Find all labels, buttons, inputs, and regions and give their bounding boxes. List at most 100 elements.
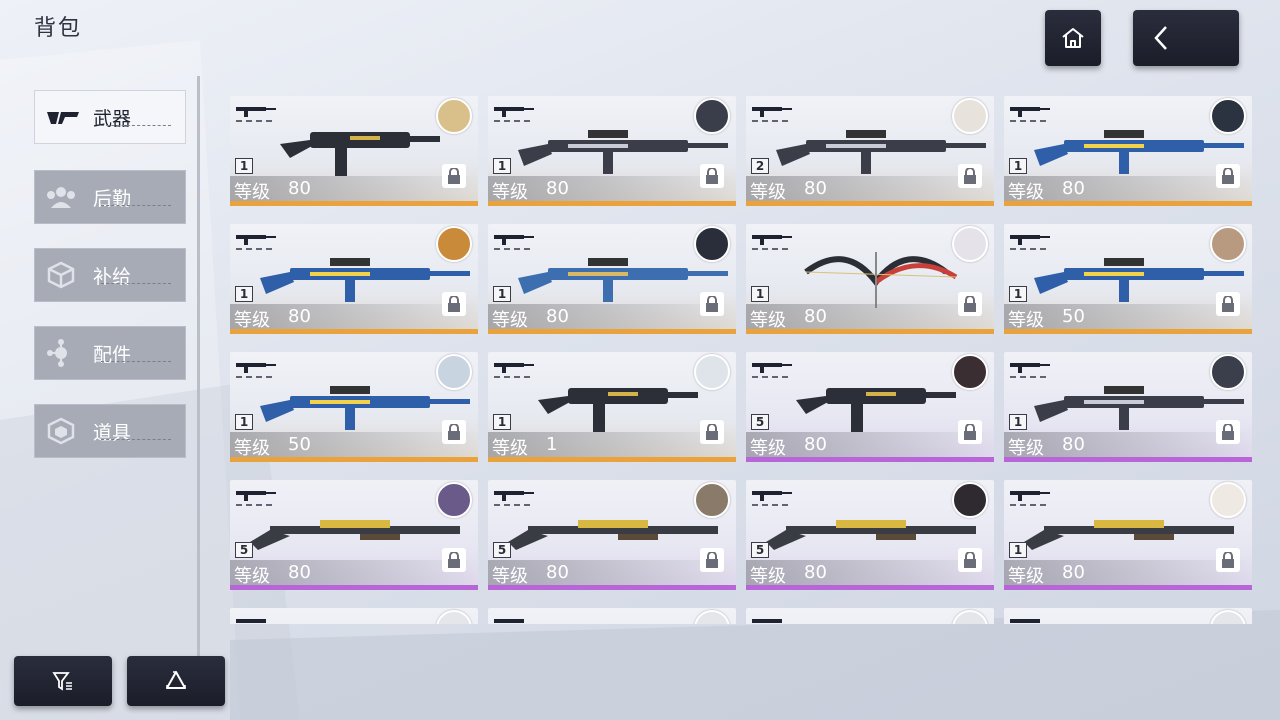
page-title: 背包 bbox=[34, 16, 83, 41]
home-button[interactable] bbox=[1045, 10, 1101, 66]
weapon-card-partial[interactable] bbox=[230, 608, 478, 624]
level-strip bbox=[746, 560, 994, 585]
level-value: 80 bbox=[1062, 562, 1085, 583]
sidebar-underline bbox=[101, 283, 171, 286]
smg-weapon-image bbox=[538, 388, 698, 432]
weapon-card[interactable]: 1 等级 80 bbox=[746, 224, 994, 334]
weapon-card[interactable]: 1 等级 80 bbox=[230, 224, 478, 334]
weapon-type-icon bbox=[752, 619, 782, 623]
back-button[interactable] bbox=[1133, 10, 1239, 66]
lock-button[interactable] bbox=[958, 548, 982, 572]
level-label: 等级 bbox=[234, 310, 270, 331]
level-strip bbox=[488, 304, 736, 329]
sidebar-item-supply[interactable]: 补给 bbox=[34, 248, 186, 302]
weapon-type-icon bbox=[1010, 107, 1050, 117]
character-avatar bbox=[436, 226, 472, 262]
lock-button[interactable] bbox=[1216, 292, 1240, 316]
sniper-weapon-image bbox=[1034, 386, 1244, 430]
weapon-tab-icon bbox=[47, 112, 79, 124]
rank-badge: 5 bbox=[751, 542, 769, 558]
lock-icon bbox=[448, 424, 460, 440]
rarity-bar bbox=[488, 585, 736, 590]
sidebar-item-logistics[interactable]: 后勤 bbox=[34, 170, 186, 224]
weapon-card[interactable]: 5 等级 80 bbox=[746, 352, 994, 462]
level-value: 80 bbox=[546, 306, 569, 327]
weapon-card[interactable]: 1 等级 1 bbox=[488, 352, 736, 462]
level-label: 等级 bbox=[234, 438, 270, 459]
rarity-bar bbox=[230, 585, 478, 590]
weapon-type-icon bbox=[236, 491, 276, 501]
weapon-card[interactable]: 1 等级 80 bbox=[230, 96, 478, 206]
sidebar-item-items[interactable]: 道具 bbox=[34, 404, 186, 458]
level-label: 等级 bbox=[750, 566, 786, 587]
weapon-type-dashes bbox=[494, 504, 530, 506]
lock-button[interactable] bbox=[700, 420, 724, 444]
level-value: 80 bbox=[804, 178, 827, 199]
rifle-weapon-image bbox=[260, 258, 470, 302]
weapon-card-partial[interactable] bbox=[488, 608, 736, 624]
rank-badge: 2 bbox=[751, 158, 769, 174]
rarity-bar bbox=[230, 201, 478, 206]
weapon-card[interactable]: 1 等级 50 bbox=[230, 352, 478, 462]
filter-icon bbox=[52, 672, 72, 691]
lock-icon bbox=[964, 424, 976, 440]
lock-button[interactable] bbox=[1216, 420, 1240, 444]
level-label: 等级 bbox=[234, 566, 270, 587]
rarity-bar bbox=[746, 457, 994, 462]
weapon-card[interactable]: 1 等级 80 bbox=[488, 96, 736, 206]
weapon-card-partial[interactable] bbox=[1004, 608, 1252, 624]
weapon-card[interactable]: 2 等级 80 bbox=[746, 96, 994, 206]
sidebar-label-items: 道具 bbox=[93, 421, 132, 444]
lock-button[interactable] bbox=[958, 292, 982, 316]
rank-badge: 1 bbox=[1009, 158, 1027, 174]
lock-button[interactable] bbox=[700, 292, 724, 316]
lock-button[interactable] bbox=[958, 420, 982, 444]
character-avatar bbox=[436, 610, 472, 624]
weapon-card[interactable]: 1 等级 80 bbox=[1004, 480, 1252, 590]
lock-button[interactable] bbox=[1216, 548, 1240, 572]
weapon-card-partial[interactable] bbox=[746, 608, 994, 624]
lock-button[interactable] bbox=[700, 548, 724, 572]
level-value: 80 bbox=[546, 178, 569, 199]
weapon-card[interactable]: 1 等级 50 bbox=[1004, 224, 1252, 334]
weapon-card[interactable]: 1 等级 80 bbox=[1004, 352, 1252, 462]
lock-icon bbox=[706, 552, 718, 568]
weapon-type-dashes bbox=[752, 248, 788, 250]
lock-button[interactable] bbox=[442, 164, 466, 188]
rarity-bar bbox=[746, 329, 994, 334]
lock-button[interactable] bbox=[442, 420, 466, 444]
supply-box-icon bbox=[47, 261, 75, 289]
rank-badge: 1 bbox=[493, 158, 511, 174]
filter-button[interactable] bbox=[14, 656, 112, 706]
lock-button[interactable] bbox=[958, 164, 982, 188]
rank-badge: 1 bbox=[493, 414, 511, 430]
weapon-card[interactable]: 1 等级 80 bbox=[488, 224, 736, 334]
lock-button[interactable] bbox=[700, 164, 724, 188]
lock-button[interactable] bbox=[442, 292, 466, 316]
weapon-type-dashes bbox=[494, 248, 530, 250]
lock-button[interactable] bbox=[442, 548, 466, 572]
character-avatar bbox=[694, 98, 730, 134]
weapon-card[interactable]: 5 等级 80 bbox=[488, 480, 736, 590]
recycle-button[interactable] bbox=[127, 656, 225, 706]
level-strip bbox=[1004, 304, 1252, 329]
level-label: 等级 bbox=[1008, 438, 1044, 459]
lock-button[interactable] bbox=[1216, 164, 1240, 188]
lock-icon bbox=[448, 552, 460, 568]
sidebar-item-attachments[interactable]: 配件 bbox=[34, 326, 186, 380]
rank-badge: 1 bbox=[235, 158, 253, 174]
sidebar-item-weapons[interactable]: 武器 bbox=[34, 90, 186, 144]
sidebar-scrollbar[interactable] bbox=[197, 76, 200, 656]
bow-weapon-image bbox=[804, 252, 958, 308]
weapon-type-icon bbox=[494, 491, 534, 501]
weapon-card[interactable]: 1 等级 80 bbox=[1004, 96, 1252, 206]
character-avatar bbox=[694, 354, 730, 390]
weapon-type-icon bbox=[236, 363, 276, 373]
smg-weapon-image bbox=[280, 132, 440, 176]
weapon-card[interactable]: 5 等级 80 bbox=[746, 480, 994, 590]
level-value: 80 bbox=[804, 306, 827, 327]
sniper-weapon-image bbox=[518, 130, 728, 174]
weapon-card[interactable]: 5 等级 80 bbox=[230, 480, 478, 590]
level-strip bbox=[746, 304, 994, 329]
character-avatar bbox=[694, 610, 730, 624]
